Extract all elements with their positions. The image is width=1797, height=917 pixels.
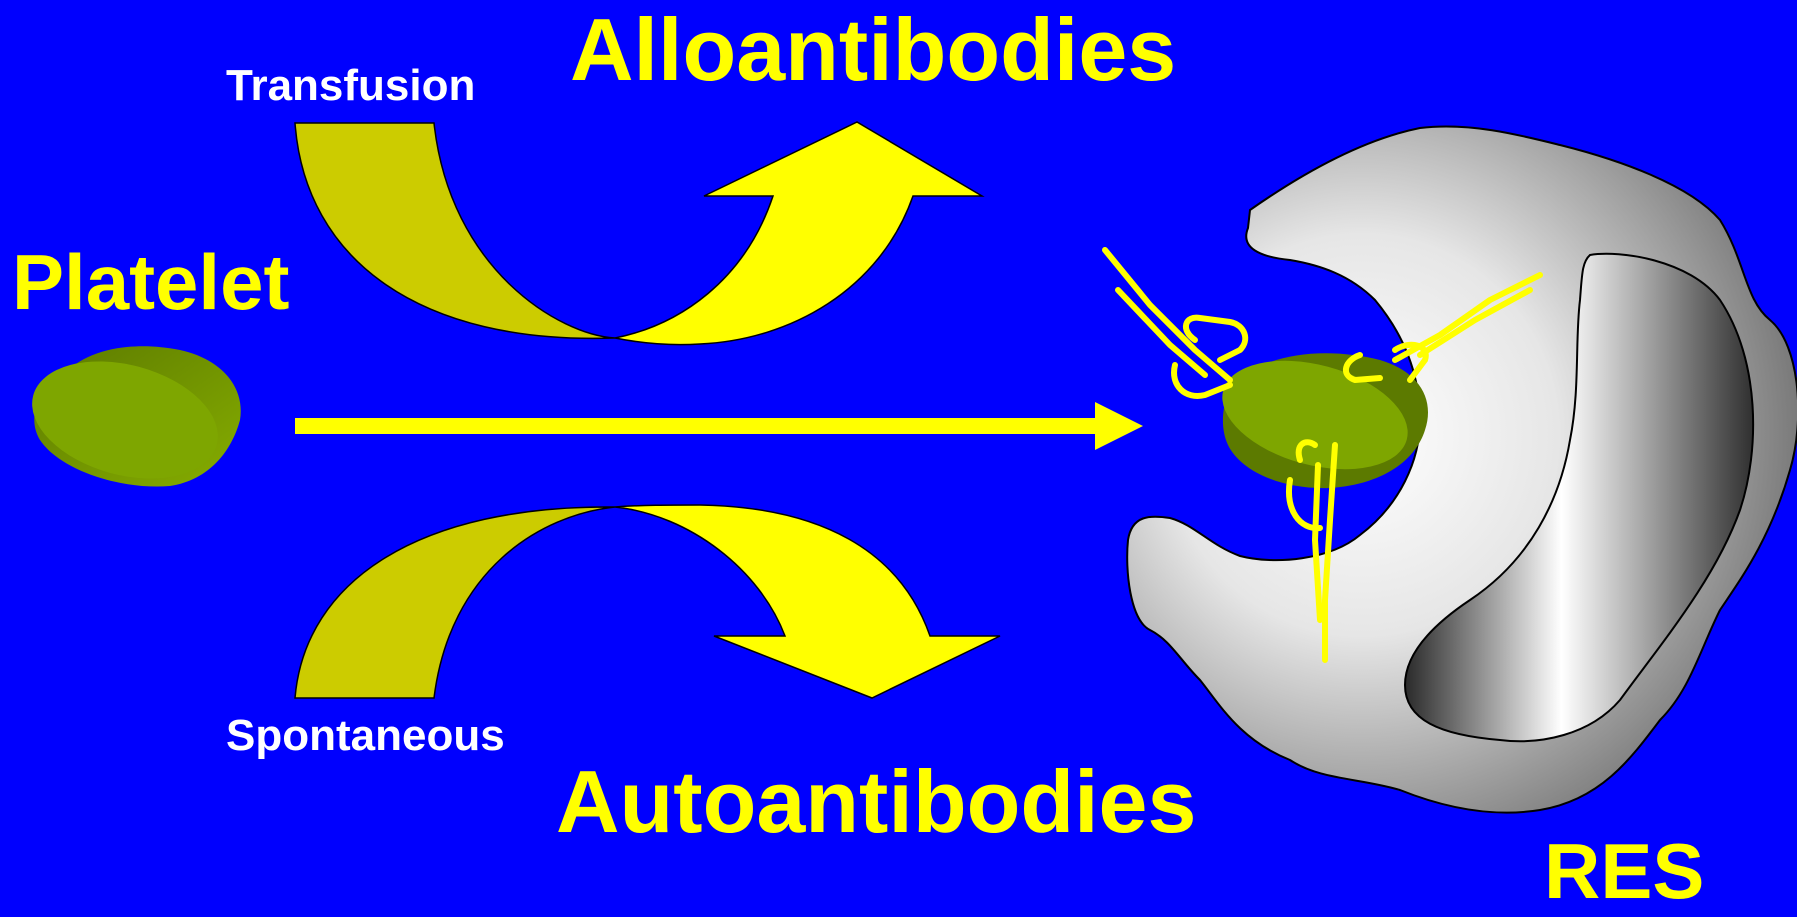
res-macrophage <box>1127 126 1797 812</box>
platelet-disc <box>19 342 241 497</box>
lower-curved-arrow <box>295 505 1000 698</box>
upper-curved-arrow <box>295 122 982 345</box>
transfusion-label: Transfusion <box>226 64 475 108</box>
alloantibodies-label: Alloantibodies <box>570 6 1176 94</box>
platelet-label: Platelet <box>12 243 289 321</box>
straight-arrow <box>295 402 1143 450</box>
res-label: RES <box>1544 832 1704 910</box>
autoantibodies-label: Autoantibodies <box>556 758 1196 846</box>
spontaneous-label: Spontaneous <box>226 714 505 758</box>
